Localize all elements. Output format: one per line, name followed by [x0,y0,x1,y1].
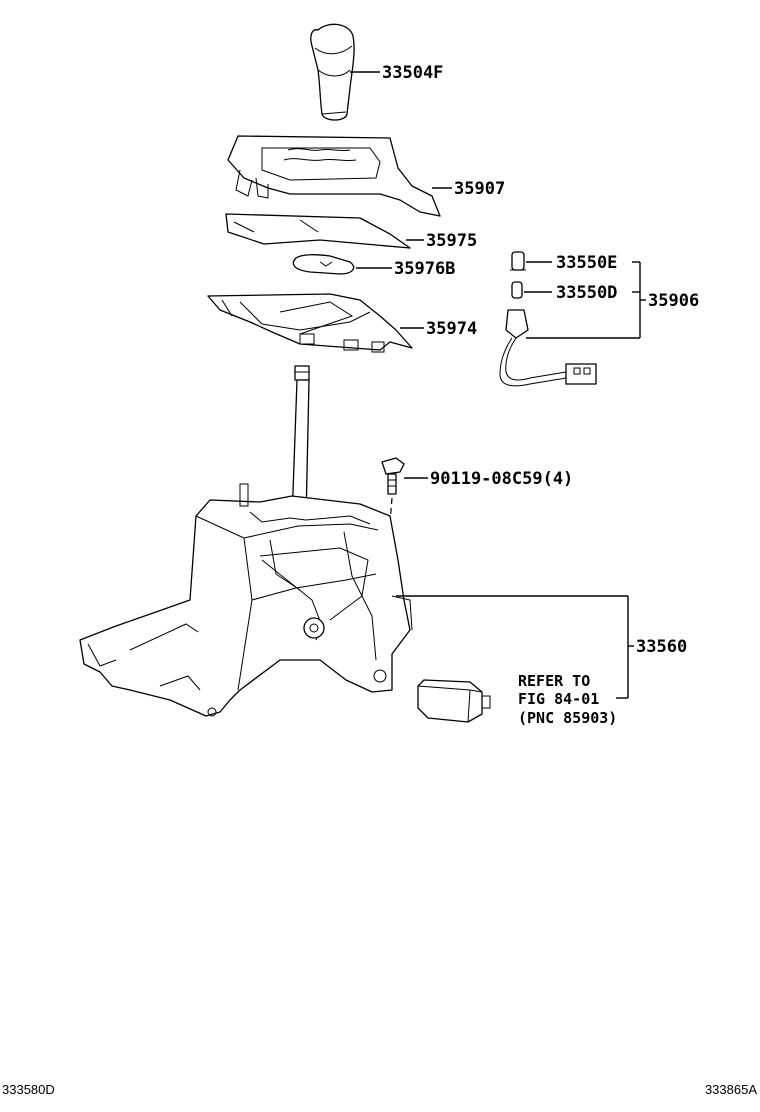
bolt-part [381,457,405,495]
label-33550D: 33550D [556,283,617,303]
label-35976B: 35976B [394,259,455,279]
control-module-part [417,679,491,723]
label-35906: 35906 [648,291,699,311]
assy-bracket [396,595,634,699]
note-line-2: FIG 84-01 [518,690,599,708]
bulb-d-part [511,281,523,299]
harness-bracket [526,261,646,339]
label-35974: 35974 [426,319,477,339]
label-bolt: 90119-08C59(4) [430,469,573,489]
label-33504F: 33504F [382,63,443,83]
shift-knob-part [310,23,355,121]
bulb-e-part [510,251,526,271]
note-line-3: (PNC 85903) [518,709,617,727]
note-line-1: REFER TO [518,672,590,690]
slide-plate-part [225,213,411,249]
position-indicator-part [292,254,355,275]
label-35975: 35975 [426,231,477,251]
label-33560: 33560 [636,637,687,657]
footer-left-code: 333580D [2,1082,55,1097]
shift-lever-assy-part [79,365,413,717]
harness-part [499,309,597,387]
footer-right-code: 333865A [705,1082,757,1097]
housing-cover-part [207,293,413,353]
label-35907: 35907 [454,179,505,199]
label-33550E: 33550E [556,253,617,273]
indicator-bezel-part [227,135,441,217]
